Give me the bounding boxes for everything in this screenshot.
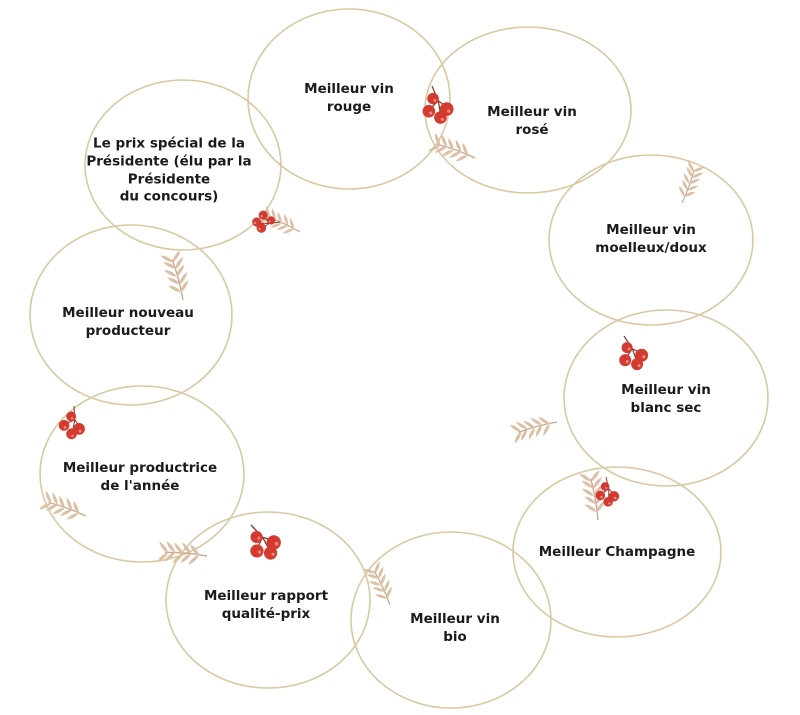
award-ring: [512, 466, 722, 638]
leaf-sprig-icon: [363, 561, 392, 606]
award-ring: [29, 224, 233, 406]
award-ring: [350, 531, 552, 709]
leaf-sprig-icon: [678, 161, 705, 204]
berry-cluster-icon: [619, 335, 649, 371]
berry-cluster-icon: [595, 476, 620, 507]
award-label-president-special: Le prix spécial de la Présidente (élu pa…: [86, 135, 252, 205]
leaf-sprig-icon: [157, 541, 208, 565]
berry-cluster-icon: [250, 524, 281, 560]
berry-cluster-icon: [252, 210, 281, 233]
berry-cluster-icon: [422, 85, 454, 124]
award-label-best-value: Meilleur rapport qualité-prix: [203, 588, 329, 622]
leaf-sprig-icon: [579, 470, 606, 521]
award-ring: [84, 79, 282, 251]
leaf-sprig-icon: [509, 416, 558, 444]
award-label-best-red: Meilleur vin rouge: [304, 81, 394, 115]
award-label-best-champagne: Meilleur Champagne: [538, 544, 696, 561]
award-ring: [39, 385, 245, 563]
leaf-sprig-icon: [160, 250, 189, 301]
berry-cluster-icon: [58, 405, 85, 440]
award-label-best-new-producer: Meilleur nouveau producteur: [62, 305, 194, 339]
leaf-sprig-icon: [258, 206, 301, 234]
award-ring: [548, 154, 754, 326]
award-label-best-rose: Meilleur vin rosé: [487, 104, 577, 138]
leaf-sprig-icon: [39, 490, 87, 520]
award-label-best-dry-white: Meilleur vin blanc sec: [621, 382, 711, 416]
award-ring: [247, 8, 451, 190]
award-ring: [165, 511, 371, 689]
leaf-sprig-icon: [428, 132, 476, 162]
award-label-best-female-producer: Meilleur productrice de l'année: [62, 460, 218, 494]
award-label-best-organic: Meilleur vin bio: [410, 611, 500, 645]
award-label-best-sweet: Meilleur vin moelleux/doux: [595, 222, 707, 256]
award-ring: [563, 309, 769, 487]
